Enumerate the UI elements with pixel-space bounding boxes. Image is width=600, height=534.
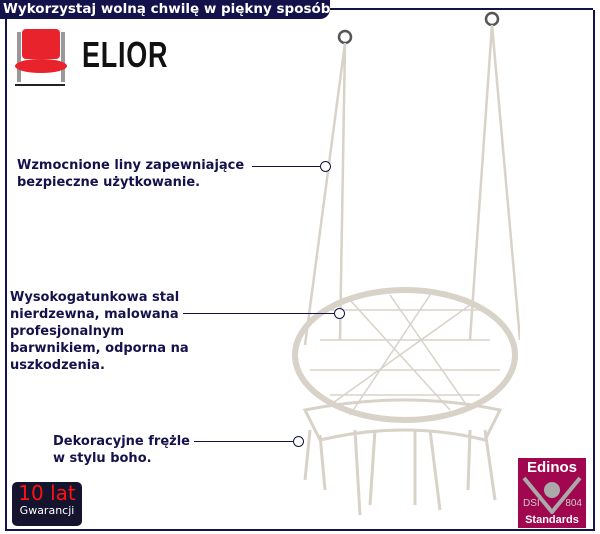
callout-text: uszkodzenia. [10,358,105,373]
top-divider [330,8,593,10]
edinos-standards: Standards [525,514,579,526]
warranty-badge: 10 lat Gwarancji [12,482,82,526]
callout-dot [334,308,345,319]
warranty-label: Gwarancji [19,504,75,517]
edinos-v-icon [522,476,582,514]
callout-ropes: Wzmocnione liny zapewniające bezpieczne … [17,157,244,191]
callout-text: barwnikiem, odporna na [10,341,189,356]
edinos-dsi: DSI [523,498,540,509]
callout-text: Wysokogatunkowa stal [10,290,180,305]
callout-dot [320,161,331,172]
callout-text: Dekoracyjne frężle [53,434,190,449]
callout-fringes: Dekoracyjne frężle w stylu boho. [53,433,190,467]
chair-logo-icon [15,29,67,86]
content-frame [5,10,595,531]
callout-steel: Wysokogatunkowa stal nierdzewna, malowan… [10,289,189,374]
edinos-badge: Edinos DSI 804 Standards [518,458,586,528]
hammock-chair-image [292,11,520,516]
brand-logo: ELIOR [82,34,169,75]
callout-dot [293,436,304,447]
callout-text: nierdzewna, malowana [10,307,179,322]
callout-line [252,166,322,167]
warranty-years: 10 lat [18,481,76,505]
callout-text: Wzmocnione liny zapewniające [17,158,245,173]
callout-line [194,441,294,442]
callout-text: bezpieczne użytkowanie. [17,175,201,190]
callout-text: w stylu boho. [53,451,152,466]
edinos-804: 804 [565,498,582,509]
callout-text: profesjonalnym [10,324,125,339]
edinos-title: Edinos [526,459,577,476]
callout-line [183,313,335,314]
page-title: Wykorzystaj wolną chwilę w piękny sposób [0,0,330,19]
